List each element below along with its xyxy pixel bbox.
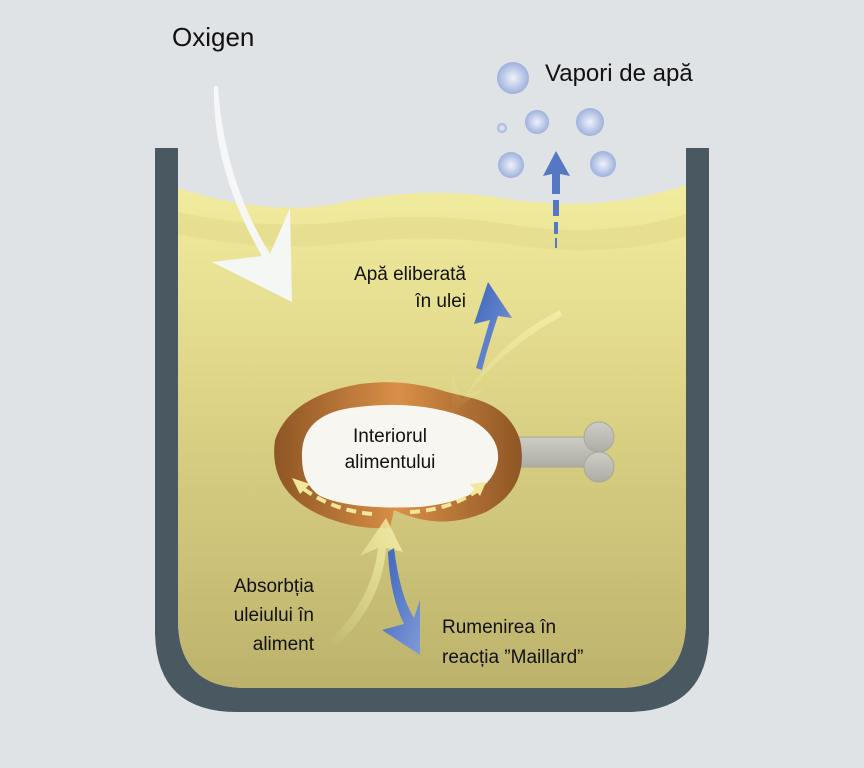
- vapor-arrow: [543, 151, 570, 248]
- bubble: [497, 123, 507, 133]
- bone: [517, 421, 615, 483]
- label-line: Rumenirea în: [442, 617, 557, 638]
- bubble: [497, 62, 529, 94]
- maillard-arrow: [382, 548, 420, 655]
- water-released-label: Apă eliberată în ulei: [318, 261, 466, 315]
- vapor-bubbles: [497, 62, 616, 178]
- label-line: Interiorul: [353, 426, 427, 447]
- bubble: [525, 110, 549, 134]
- crust-arrow-left: [298, 484, 373, 516]
- bubble: [498, 152, 524, 178]
- label-line: alimentului: [344, 452, 436, 473]
- oil-entry-arrow-top: [452, 310, 562, 412]
- water-release-arrow: [474, 282, 512, 370]
- label-line: Apă eliberată: [354, 264, 466, 285]
- oil-absorption-arrow: [330, 518, 403, 646]
- label-line: aliment: [252, 634, 314, 655]
- arrowhead: [470, 482, 486, 496]
- water-vapor-label: Vapori de apă: [545, 60, 693, 87]
- oxygen-arrow: [212, 86, 292, 302]
- label-line: reacția ”Maillard”: [442, 647, 584, 668]
- oxygen-label: Oxigen: [172, 22, 255, 52]
- oil-absorption-label: Absorbția uleiului în aliment: [180, 572, 314, 659]
- maillard-label: Rumenirea în reacția ”Maillard”: [442, 613, 583, 673]
- oil-wave-band: [178, 212, 686, 251]
- label-line: uleiului în: [233, 605, 314, 626]
- label-line: în ulei: [415, 291, 466, 312]
- food-interior: [301, 404, 499, 508]
- arrowhead: [292, 478, 310, 494]
- bubble: [590, 151, 616, 177]
- bubble: [576, 108, 604, 136]
- label-line: Absorbția: [233, 576, 314, 597]
- food-interior-label: Interiorul alimentului: [320, 424, 460, 476]
- crust-arrow-right: [409, 488, 480, 514]
